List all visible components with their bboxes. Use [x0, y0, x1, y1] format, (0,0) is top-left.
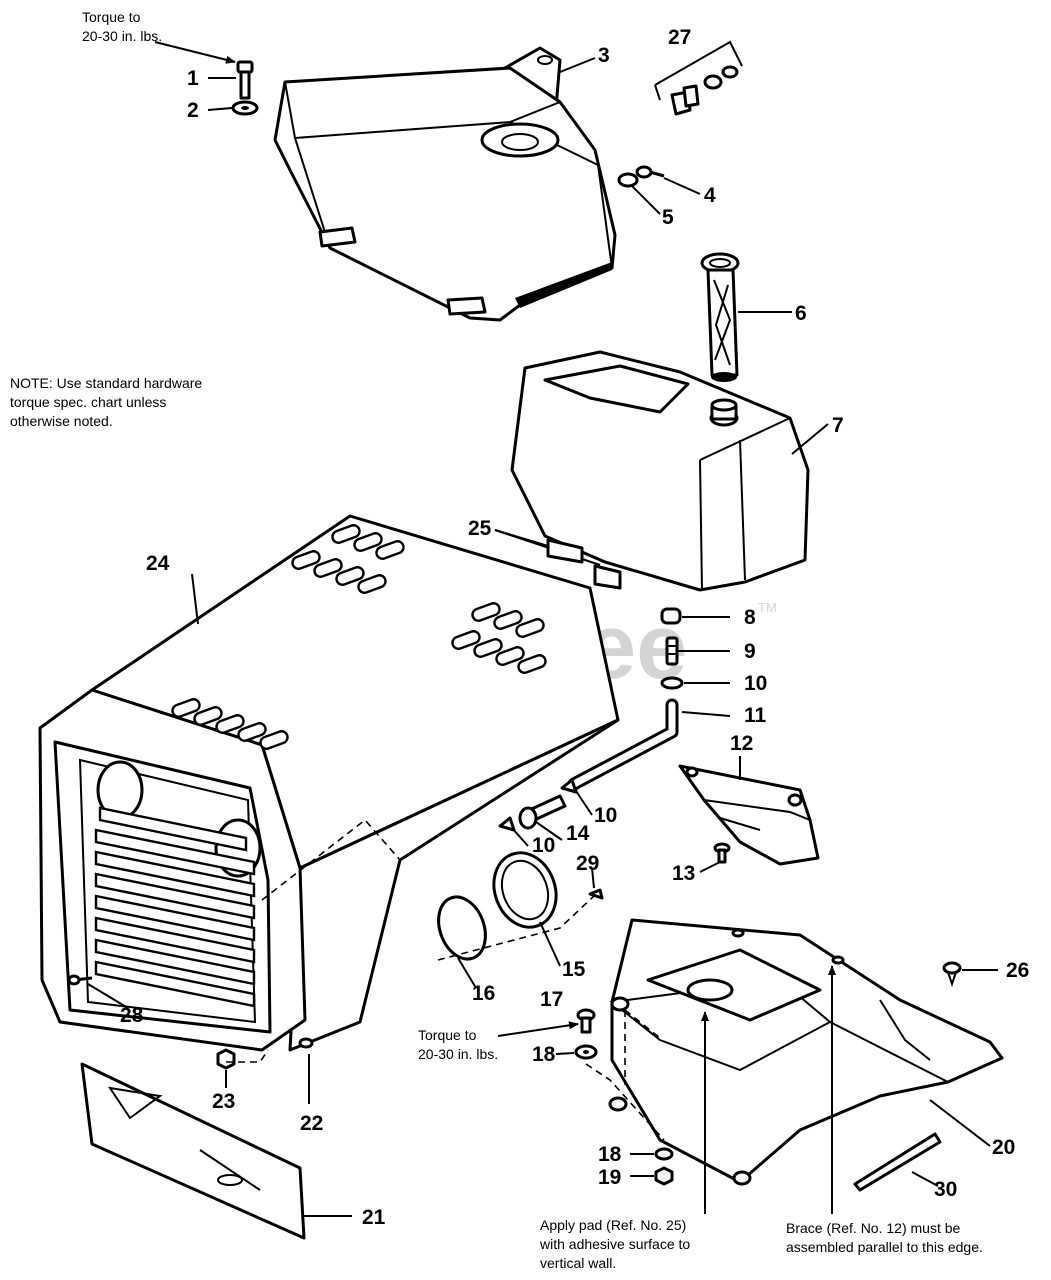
- part-19-nut: [654, 1166, 674, 1186]
- callout-6: 6: [795, 302, 807, 325]
- callouts: 1 2 3 27 4 5 6 7 24 25 8 9 10 11 12 10 1…: [120, 26, 1029, 1229]
- callout-9: 9: [744, 640, 756, 663]
- callout-10b: 10: [594, 804, 617, 827]
- watermark-trademark: TM: [758, 600, 777, 615]
- callout-12: 12: [730, 732, 753, 755]
- callout-10a: 10: [744, 672, 767, 695]
- callout-4: 4: [704, 184, 716, 207]
- part-3-fuel-tank-cover: [273, 46, 617, 322]
- brace-note-line2: assembled parallel to this edge.: [786, 1239, 983, 1255]
- part-28-screw: [67, 974, 93, 986]
- part-24-hood: [38, 514, 620, 1052]
- callout-13: 13: [672, 862, 695, 885]
- part-5-washer: [617, 172, 639, 188]
- pad-note-line3: vertical wall.: [540, 1255, 616, 1271]
- callout-14: 14: [566, 822, 590, 845]
- pad-note-line1: Apply pad (Ref. No. 25): [540, 1217, 686, 1233]
- part-12-brace: [678, 764, 820, 866]
- callout-10c: 10: [532, 834, 555, 857]
- callout-21: 21: [362, 1206, 386, 1229]
- part-30-strip: [853, 1132, 942, 1192]
- callout-3: 3: [598, 44, 610, 67]
- callout-24: 24: [146, 552, 170, 575]
- part-14-shutoff-valve: [518, 794, 567, 830]
- part-26-clip: [942, 961, 962, 988]
- callout-26: 26: [1006, 959, 1029, 982]
- part-27-switch: [654, 40, 743, 116]
- part-1-bolt: [236, 60, 254, 100]
- part-13-screw: [713, 842, 731, 864]
- callout-23: 23: [212, 1090, 235, 1113]
- hood-grille-slots: [94, 806, 256, 1008]
- torque-note-mid-line2: 20-30 in. lbs.: [418, 1046, 498, 1062]
- brace-note-line1: Brace (Ref. No. 12) must be: [786, 1220, 961, 1236]
- part-10-clamp-top: [660, 676, 684, 690]
- part-15-headlight-housing: [492, 851, 558, 929]
- callout-30: 30: [934, 1178, 957, 1201]
- part-4-screw: [635, 165, 665, 179]
- callout-17: 17: [540, 988, 563, 1011]
- notes: Torque to 20-30 in. lbs. NOTE: Use stand…: [10, 9, 983, 1271]
- callout-27: 27: [668, 26, 691, 49]
- part-10-clamp-mid: [560, 778, 578, 794]
- pad-note-line2: with adhesive surface to: [539, 1236, 690, 1252]
- callout-7: 7: [832, 414, 844, 437]
- torque-note-top-line2: 20-30 in. lbs.: [82, 28, 162, 44]
- part-22-screw: [298, 1037, 314, 1049]
- general-note-line1: NOTE: Use standard hardware: [10, 375, 202, 391]
- callout-16: 16: [472, 982, 495, 1005]
- part-10-clamp-low: [498, 816, 516, 832]
- part-25-pads: [494, 529, 622, 590]
- part-7-fuel-tank: [510, 350, 810, 592]
- callout-22: 22: [300, 1112, 323, 1135]
- part-17-bolt: [576, 1008, 596, 1034]
- part-8-cap: [660, 607, 682, 625]
- callout-20: 20: [992, 1136, 1015, 1159]
- general-note-line3: otherwise noted.: [10, 413, 113, 429]
- callout-2: 2: [187, 99, 199, 122]
- part-6-fuel-gauge: [700, 252, 740, 382]
- callout-18a: 18: [532, 1043, 556, 1066]
- part-21-panel: [80, 1062, 306, 1240]
- callout-15: 15: [562, 958, 586, 981]
- part-9-fitting: [665, 636, 679, 666]
- part-18-washer-top: [574, 1044, 598, 1060]
- callout-18b: 18: [598, 1143, 622, 1166]
- part-2-washer: [231, 100, 259, 116]
- general-note-line2: torque spec. chart unless: [10, 394, 166, 410]
- part-20-base: [608, 918, 1004, 1186]
- callout-25: 25: [468, 517, 492, 540]
- part-16-headlight-lens: [437, 895, 487, 961]
- part-18-washer-bottom: [654, 1147, 674, 1161]
- callout-11: 11: [744, 704, 767, 727]
- part-29-screw: [588, 888, 604, 900]
- callout-5: 5: [662, 206, 674, 229]
- callout-8: 8: [744, 606, 756, 629]
- callout-29: 29: [576, 852, 599, 875]
- callout-1: 1: [187, 67, 199, 90]
- torque-note-mid-line1: Torque to: [418, 1027, 477, 1043]
- part-11-fuel-line: [567, 698, 679, 791]
- hood-vents: [171, 524, 547, 750]
- leader-lines: [87, 41, 998, 1217]
- callout-19: 19: [598, 1166, 621, 1189]
- callout-28: 28: [120, 1004, 144, 1027]
- torque-note-top-line1: Torque to: [82, 9, 141, 25]
- part-23-nut: [216, 1048, 236, 1070]
